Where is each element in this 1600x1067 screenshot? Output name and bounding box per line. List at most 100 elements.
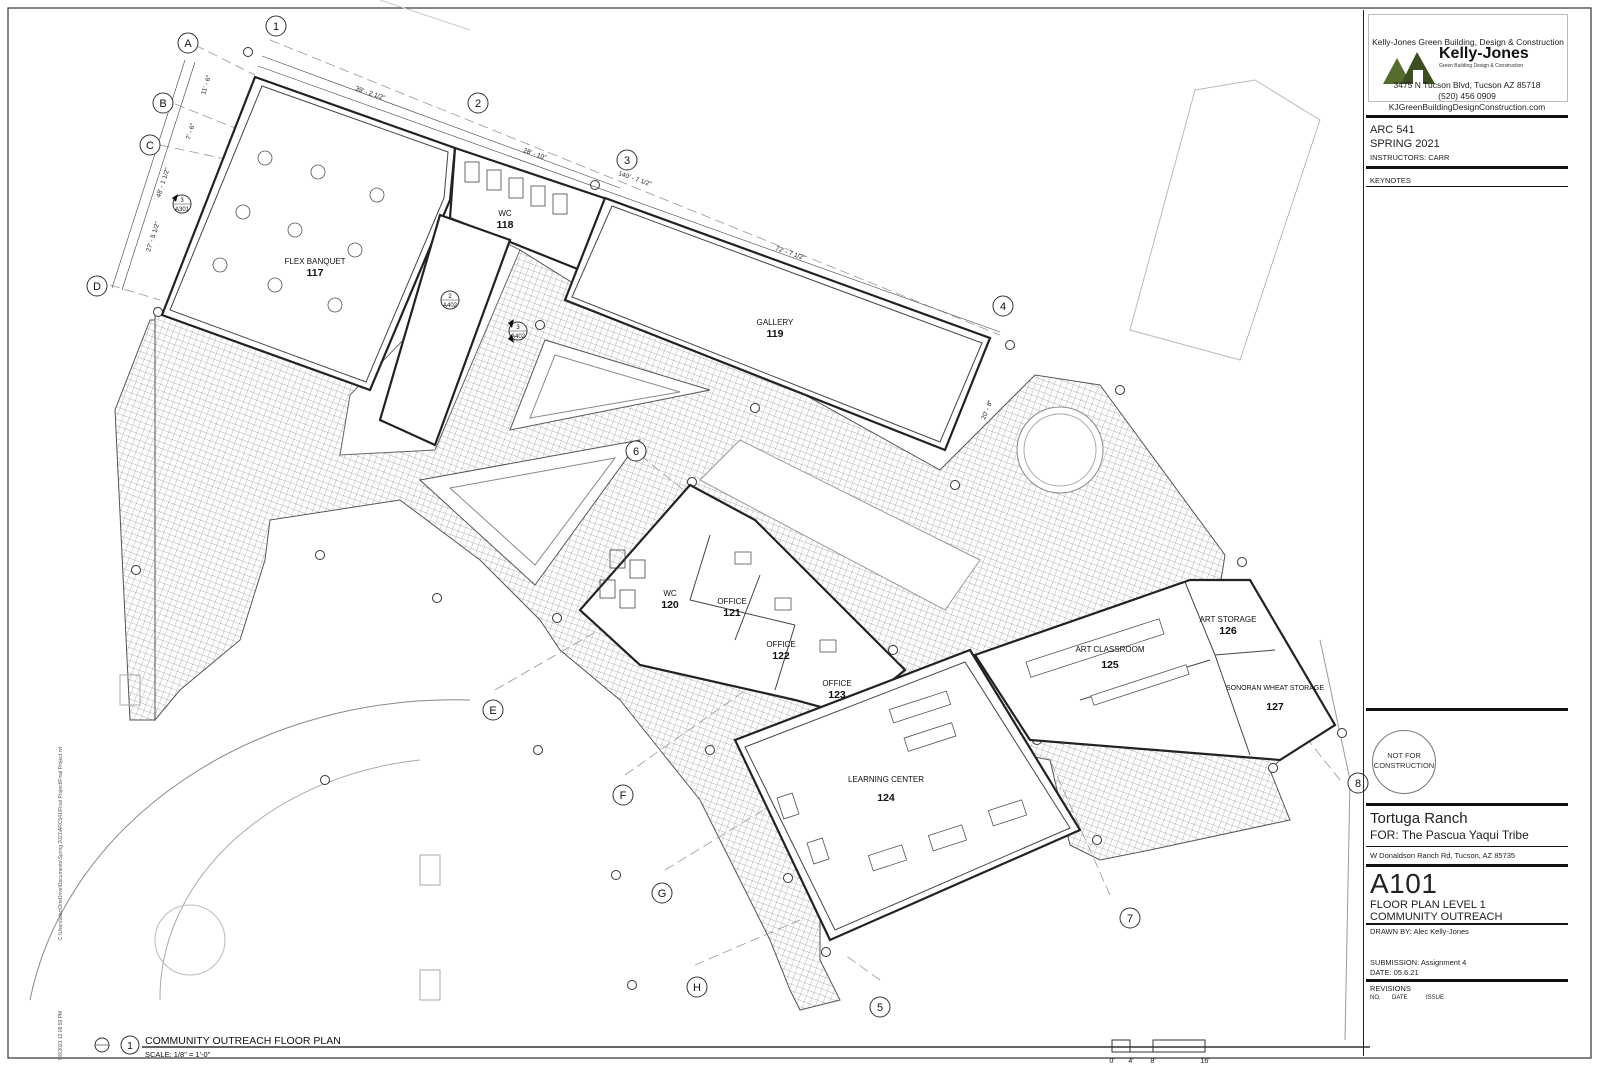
grid-bubble-7: 7 (1119, 907, 1141, 929)
instructors: INSTRUCTORS: CARR (1370, 153, 1450, 162)
room-121-number: 121 (723, 607, 741, 619)
sheet-number: A101 (1370, 868, 1438, 899)
scale-0: 0' (1109, 1058, 1114, 1065)
corridor-walls (378, 213, 512, 447)
sheet-border (7, 7, 1592, 1059)
rev-no: NO. (1370, 995, 1381, 1001)
grid-bubble-A: A (177, 32, 199, 54)
file-path: C:\Users\alec\OneDrive\Documents\Spring … (58, 746, 64, 940)
client: FOR: The Pascua Yaqui Tribe (1370, 828, 1529, 842)
stamp-line-1: NOT FOR (1387, 751, 1421, 760)
sheet-title-2: COMMUNITY OUTREACH (1370, 911, 1503, 923)
rule-4 (1366, 708, 1568, 711)
svg-text:A402: A402 (443, 303, 458, 309)
view-title: COMMUNITY OUTREACH FLOOR PLAN (145, 1035, 341, 1047)
svg-text:3: 3 (180, 198, 184, 204)
view-title-block: 1 COMMUNITY OUTREACH FLOOR PLAN SCALE: 1… (94, 1035, 1370, 1059)
rev-issue: ISSUE (1426, 995, 1445, 1001)
rule-9 (1366, 979, 1568, 982)
banquet-tables (212, 150, 385, 313)
firm-header: Kelly-Jones Green Building, Design & Con… (1372, 37, 1564, 47)
firm-phone: (520) 456 0909 (1438, 91, 1496, 101)
svg-text:A: A (184, 38, 192, 50)
section-tag-a301: 3 A301 (172, 194, 192, 214)
svg-text:E: E (489, 705, 496, 717)
room-122-name: OFFICE (766, 640, 795, 649)
grid-bubble-3: 3 (616, 149, 638, 171)
room-119-number: 119 (767, 328, 784, 340)
kelly-jones-logo (1383, 52, 1435, 84)
dim-5: 11' - 6" (200, 74, 213, 96)
grid-bubble-1: 1 (265, 15, 287, 37)
svg-text:1: 1 (273, 21, 279, 33)
sheet-title-1: FLOOR PLAN LEVEL 1 (1370, 899, 1486, 911)
svg-text:3: 3 (516, 325, 520, 331)
svg-text:6: 6 (633, 446, 639, 458)
rule-7 (1366, 864, 1568, 867)
rev-date: DATE (1392, 995, 1408, 1001)
room-120-number: 120 (661, 599, 679, 611)
rule-8 (1366, 923, 1568, 925)
rule-2 (1366, 166, 1568, 169)
project-name: Tortuga Ranch (1370, 810, 1468, 827)
firm-box: Kelly-Jones Green Building, Design & Con… (1368, 14, 1568, 102)
wc-stalls (464, 161, 646, 609)
revisions-label: REVISIONS (1370, 984, 1411, 993)
room-126-number: 126 (1219, 625, 1237, 637)
dim-1: 39' - 2 1/2" (354, 85, 386, 102)
room-126-name: ART STORAGE (1200, 615, 1257, 624)
logo-name: Kelly-Jones (1439, 45, 1529, 62)
svg-text:7: 7 (1127, 913, 1133, 925)
grid-bubble-F: F (612, 784, 634, 806)
scale-bar: 0' 4' 8' 16' (1109, 1039, 1210, 1065)
room-123-name: OFFICE (822, 679, 851, 688)
section-tags: 3 A301 2 A402 3 A402 (172, 194, 528, 343)
svg-text:8: 8 (1355, 778, 1361, 790)
title-block: Kelly-Jones Green Building, Design & Con… (1363, 10, 1570, 1056)
dim-8: 27' - 5 1/2" (145, 220, 161, 252)
rule-6 (1366, 846, 1568, 847)
room-123-number: 123 (828, 689, 846, 701)
firm-web: KJGreenBuildingDesignConstruction.com (1388, 102, 1546, 112)
svg-text:A301: A301 (175, 207, 190, 213)
flex-banquet-walls (160, 75, 457, 392)
svg-text:2: 2 (475, 98, 481, 110)
rule-1 (1366, 115, 1568, 118)
svg-text:G: G (658, 888, 667, 900)
view-number: 1 (127, 1041, 133, 1052)
not-for-construction-stamp: NOT FOR CONSTRUCTION (1372, 730, 1436, 794)
section-tag-a402-2: 2 A402 (440, 290, 460, 310)
svg-text:A402: A402 (511, 334, 526, 340)
svg-text:3: 3 (624, 155, 630, 167)
keynotes-label: KEYNOTES (1370, 176, 1411, 185)
room-125-name: ART CLASSROOM (1075, 645, 1144, 654)
room-121-name: OFFICE (717, 597, 746, 606)
scale-8: 8' (1150, 1058, 1155, 1065)
scale-4: 4' (1128, 1058, 1133, 1065)
view-scale: SCALE: 1/8" = 1'-0" (145, 1050, 211, 1059)
grid-bubble-6: 6 (625, 440, 647, 462)
columns (131, 47, 1347, 990)
grid-bubble-G: G (651, 882, 673, 904)
svg-text:H: H (693, 982, 701, 994)
svg-text:C: C (146, 140, 154, 152)
svg-text:B: B (159, 98, 166, 110)
dim-3: 140' - 7 1/2" (617, 170, 653, 188)
grid-bubble-5: 5 (869, 996, 891, 1018)
grid-bubble-H: H (686, 976, 708, 998)
svg-text:D: D (93, 281, 101, 293)
svg-text:2: 2 (448, 294, 452, 300)
room-127-name: SONORAN WHEAT STORAGE (1226, 685, 1324, 692)
dim-4: 72' - 7 1/2" (774, 245, 806, 262)
svg-text:F: F (620, 790, 627, 802)
section-tag-a402-3: 3 A402 (508, 319, 528, 343)
grid-bubble-4: 4 (992, 295, 1014, 317)
gallery-walls (563, 196, 992, 452)
drawn-by: DRAWN BY: Alec Kelly-Jones (1370, 927, 1469, 936)
logo-sub: Green Building Design & Construction (1439, 63, 1524, 69)
room-118-name: WC (498, 209, 512, 218)
svg-text:5: 5 (877, 1002, 883, 1014)
scale-16: 16' (1200, 1058, 1209, 1065)
submission: SUBMISSION: Assignment 4 (1370, 958, 1467, 967)
grid-bubble-D: D (86, 275, 108, 297)
